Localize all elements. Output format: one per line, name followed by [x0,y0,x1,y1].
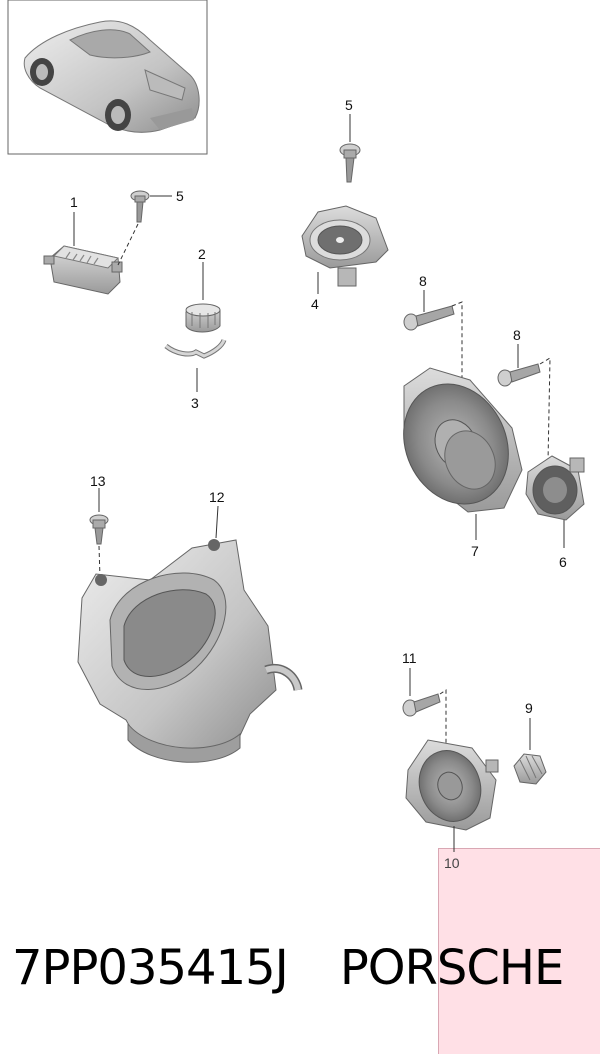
part-5-screw-left [130,190,150,223]
label-7: 7 [471,543,479,559]
assembly-line-11-10 [439,689,447,752]
leader-12 [215,505,219,539]
assembly-line-8-7 [451,301,463,395]
part-7-woofer [403,367,523,513]
label-12: 12 [209,489,225,505]
label-10: 10 [444,855,460,871]
part-8-screw-right [497,363,541,387]
part-1-control-module [43,245,123,295]
part-13-screw [89,514,109,545]
assembly-line-8-6 [539,357,551,463]
part-11-screw [402,693,441,717]
part-2-connector [185,303,221,333]
label-6: 6 [559,554,567,570]
label-13: 13 [90,473,106,489]
footer-caption: 7PP035415J PORSCHE [12,940,600,1010]
label-3: 3 [191,395,199,411]
brand-name: PORSCHE [339,940,564,996]
label-8-right: 8 [513,327,521,343]
highlight-box-border [438,848,600,1054]
part-10-speaker [405,739,499,831]
label-5-left: 5 [176,188,184,204]
vehicle-thumbnail [7,0,208,155]
assembly-line-13-12 [98,545,101,579]
part-5-screw-top [339,143,361,183]
label-4: 4 [311,296,319,312]
label-9: 9 [525,700,533,716]
label-11: 11 [402,650,417,666]
part-number: 7PP035415J [12,940,289,996]
label-5-top: 5 [345,97,353,113]
label-8-left: 8 [419,273,427,289]
part-9-connector [513,753,547,785]
highlight-box [438,848,600,1054]
part-4-tweeter [301,205,389,287]
label-1: 1 [70,194,78,210]
part-12-subwoofer-housing [77,539,303,763]
part-8-screw-left [403,305,455,331]
part-3-clip [164,338,227,359]
assembly-line-1-5 [117,223,139,266]
label-2: 2 [198,246,206,262]
part-6-tweeter [525,455,585,521]
